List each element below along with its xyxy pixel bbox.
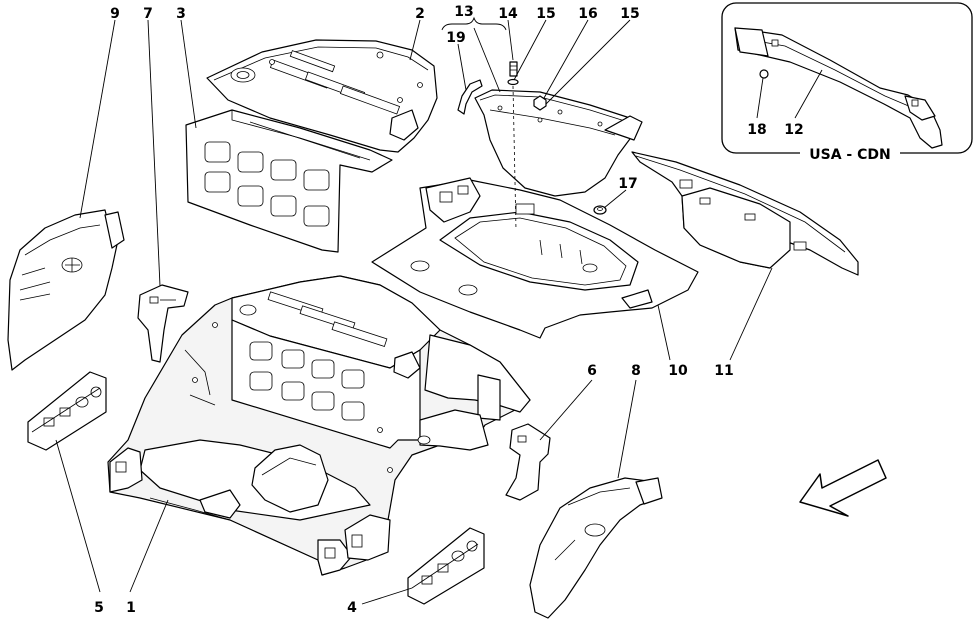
part-10-rear-floor-pan [371,177,699,339]
callout-17: 17 [618,176,637,192]
part-12-bumper-beam [734,27,943,149]
leader-lines [55,16,823,605]
part-5-left-reinforcement [27,371,107,451]
part-3-rear-bulkhead [185,109,393,253]
callout-6: 6 [587,363,597,379]
part-7-left-bracket [137,284,189,363]
callout-labels: 9 7 3 2 13 19 14 15 16 15 17 10 11 6 8 5… [94,4,804,616]
callout-13: 13 [454,4,473,20]
callout-14: 14 [498,6,518,22]
callout-16: 16 [578,6,597,22]
callout-8: 8 [631,363,641,379]
callout-10: 10 [668,363,688,379]
part-16-nut [533,95,547,111]
part-9-left-wheel-arch [7,209,125,371]
callout-2: 2 [415,6,425,22]
inset-usa-cdn: USA - CDN [721,2,973,163]
part-11-rear-tail-panel [631,151,859,276]
callout-7: 7 [143,6,153,22]
part-1-rear-body-structure [107,275,531,576]
callout-3: 3 [176,6,186,22]
callout-15-right: 15 [620,6,639,22]
part-19-seal-strip [457,79,483,115]
callout-15-top: 15 [536,6,555,22]
callout-5: 5 [94,600,104,616]
part-6-right-bracket [505,423,551,501]
part-2-rear-shelf-panel [206,39,438,153]
part-4-right-reinforcement [407,527,485,605]
part-14-bolt [509,61,518,77]
part-13-spare-wheel-tub [474,89,643,197]
part-18-nut [759,69,769,79]
direction-arrow-icon [799,459,887,517]
callout-11: 11 [714,363,733,379]
callout-19: 19 [446,30,465,46]
callout-12: 12 [784,122,803,138]
part-15-washer [507,78,519,86]
callout-9: 9 [110,6,120,22]
part-8-right-wheel-arch [529,477,663,619]
callout-1: 1 [126,600,136,616]
callout-18: 18 [747,122,766,138]
part-17-grommet [593,205,607,215]
inset-title: USA - CDN [809,147,890,163]
callout-4: 4 [347,600,357,616]
